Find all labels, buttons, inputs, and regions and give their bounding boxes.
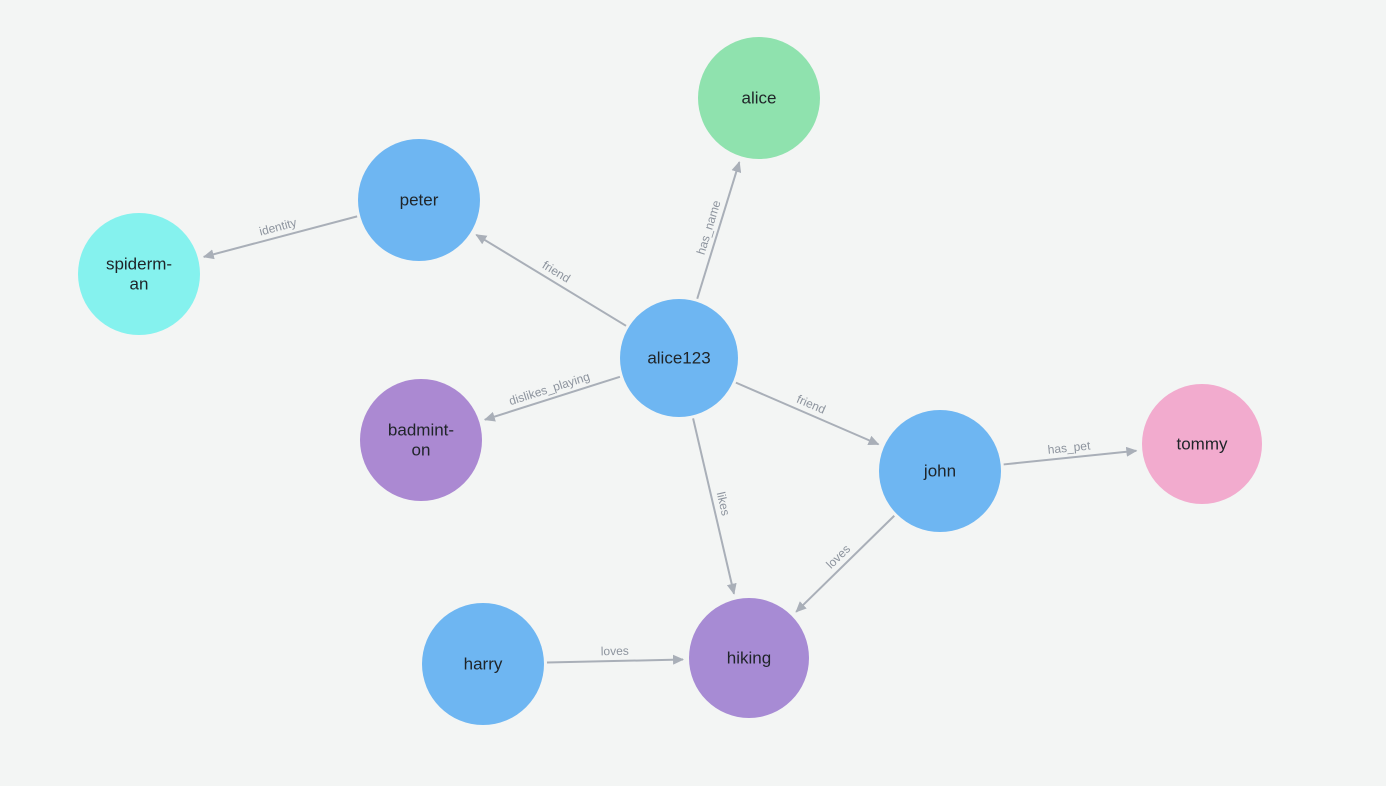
edge-alice123-peter[interactable]: friend (475, 233, 627, 327)
edge-line[interactable] (735, 381, 880, 446)
node-circle-john[interactable] (879, 410, 1001, 532)
node-circle-spiderman[interactable] (78, 213, 200, 335)
node-circle-peter[interactable] (358, 139, 480, 261)
edge-line[interactable] (692, 418, 737, 595)
edge-label: loves (823, 542, 853, 572)
node-hiking[interactable]: hiking (689, 598, 809, 718)
node-alice123[interactable]: alice123 (620, 299, 738, 417)
edge-label: likes (714, 490, 733, 517)
node-alice[interactable]: alice (698, 37, 820, 159)
edge-john-hiking[interactable]: loves (795, 515, 895, 613)
edge-alice123-badminton[interactable]: dislikes_playing (483, 369, 621, 422)
edge-line[interactable] (1003, 446, 1138, 466)
edge-harry-hiking[interactable]: loves (546, 644, 685, 665)
node-circle-badminton[interactable] (360, 379, 482, 501)
edge-line[interactable] (483, 375, 621, 422)
node-circle-harry[interactable] (422, 603, 544, 725)
edge-alice123-hiking[interactable]: likes (692, 418, 737, 595)
edge-label: friend (795, 392, 828, 417)
node-circle-alice[interactable] (698, 37, 820, 159)
edge-label: has_pet (1047, 438, 1092, 456)
edge-label: dislikes_playing (507, 369, 591, 408)
edge-line[interactable] (795, 515, 895, 613)
node-circle-alice123[interactable] (620, 299, 738, 417)
node-tommy[interactable]: tommy (1142, 384, 1262, 504)
edge-alice123-john[interactable]: friend (735, 381, 880, 446)
node-peter[interactable]: peter (358, 139, 480, 261)
edge-john-tommy[interactable]: has_pet (1003, 438, 1138, 466)
edge-line[interactable] (546, 654, 685, 665)
node-circle-hiking[interactable] (689, 598, 809, 718)
node-badminton[interactable]: badmint-on (360, 379, 482, 501)
node-spiderman[interactable]: spiderm-an (78, 213, 200, 335)
edge-line[interactable] (696, 161, 742, 300)
edge-line[interactable] (202, 215, 358, 260)
edge-label: friend (540, 258, 573, 286)
edge-line[interactable] (475, 233, 627, 327)
edge-alice123-alice[interactable]: has_name (694, 161, 742, 300)
node-john[interactable]: john (879, 410, 1001, 532)
node-circle-tommy[interactable] (1142, 384, 1262, 504)
edge-peter-spiderman[interactable]: identity (202, 215, 358, 260)
edge-label: identity (258, 215, 298, 238)
node-harry[interactable]: harry (422, 603, 544, 725)
edge-label: loves (601, 644, 629, 659)
